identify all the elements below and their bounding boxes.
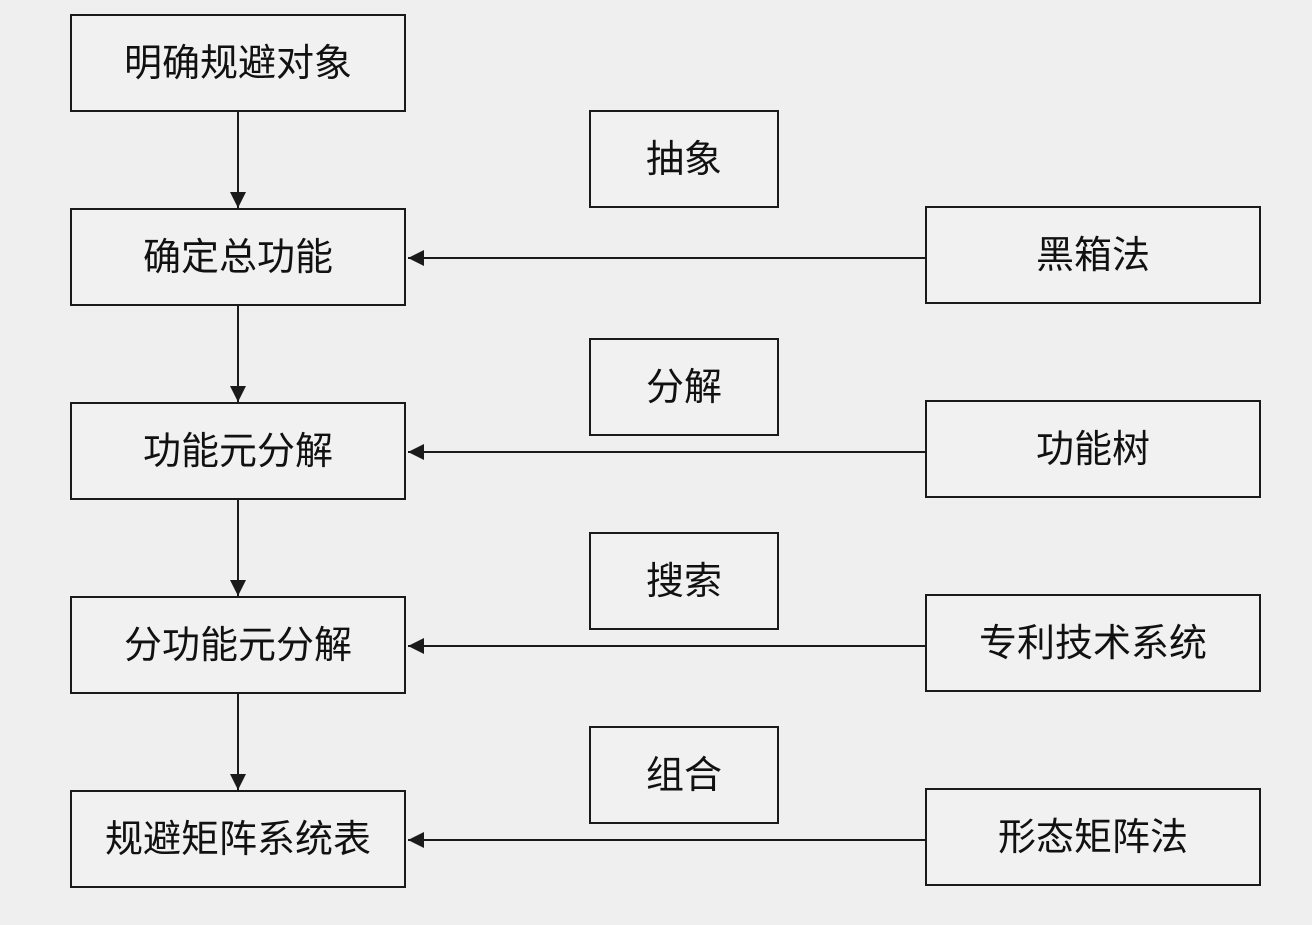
step-box-5: 规避矩阵系统表 bbox=[70, 790, 406, 888]
method-box-4: 形态矩阵法 bbox=[925, 788, 1261, 886]
method-label-4: 形态矩阵法 bbox=[997, 815, 1188, 859]
operation-box-3: 搜索 bbox=[589, 532, 779, 630]
operation-label-4: 组合 bbox=[645, 753, 722, 797]
method-label-2: 功能树 bbox=[1035, 427, 1150, 471]
step-label-1: 明确规避对象 bbox=[123, 41, 352, 85]
operation-box-2: 分解 bbox=[589, 338, 779, 436]
step-label-5: 规避矩阵系统表 bbox=[104, 817, 371, 861]
step-box-2: 确定总功能 bbox=[70, 208, 406, 306]
step-label-2: 确定总功能 bbox=[142, 235, 333, 279]
operation-label-3: 搜索 bbox=[645, 559, 722, 603]
operation-label-1: 抽象 bbox=[645, 137, 722, 181]
step-box-1: 明确规避对象 bbox=[70, 14, 406, 112]
method-box-2: 功能树 bbox=[925, 400, 1261, 498]
operation-label-2: 分解 bbox=[645, 365, 722, 409]
method-label-3: 专利技术系统 bbox=[978, 621, 1207, 665]
operation-box-4: 组合 bbox=[589, 726, 779, 824]
step-box-3: 功能元分解 bbox=[70, 402, 406, 500]
step-label-3: 功能元分解 bbox=[142, 429, 333, 473]
method-box-3: 专利技术系统 bbox=[925, 594, 1261, 692]
step-box-4: 分功能元分解 bbox=[70, 596, 406, 694]
operation-box-1: 抽象 bbox=[589, 110, 779, 208]
method-box-1: 黑箱法 bbox=[925, 206, 1261, 304]
step-label-4: 分功能元分解 bbox=[123, 623, 352, 667]
method-label-1: 黑箱法 bbox=[1035, 233, 1150, 277]
